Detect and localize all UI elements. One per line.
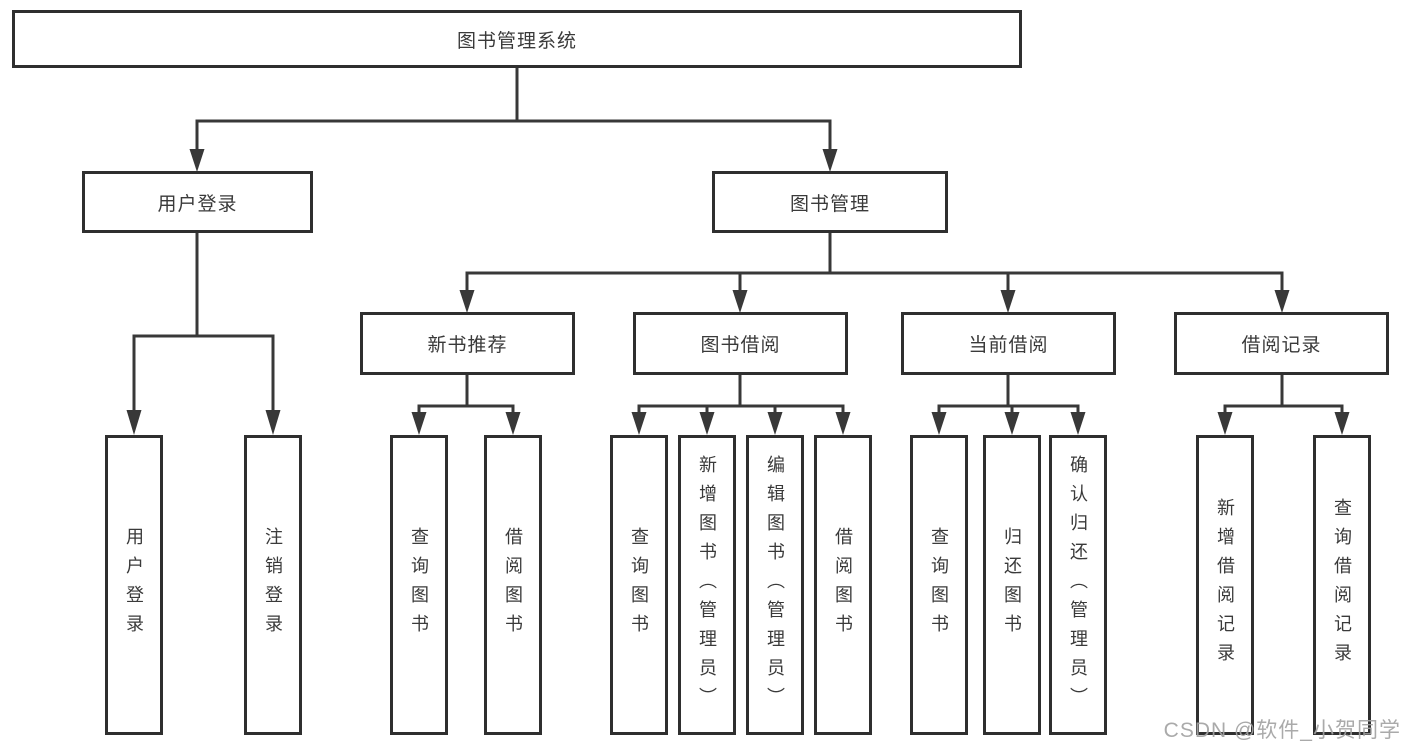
node-borrow-records: 借阅记录	[1174, 312, 1389, 375]
leaf-label: 查询图书	[409, 527, 429, 643]
leaf-query-books-borrow: 查询图书	[610, 435, 668, 735]
node-label: 图书借阅	[700, 335, 781, 356]
node-user-login: 用户登录	[82, 171, 313, 233]
leaf-query-borrow-record: 查询借阅记录	[1313, 435, 1371, 735]
leaf-logout: 注销登录	[244, 435, 302, 735]
leaf-label: 新增图书（管理员）	[697, 454, 717, 716]
leaf-label: 查询借阅记录	[1332, 498, 1352, 672]
node-label: 借阅记录	[1241, 335, 1322, 356]
leaf-label: 查询图书	[629, 527, 649, 643]
leaf-label: 借阅图书	[833, 527, 853, 643]
node-label: 图书管理	[789, 193, 870, 215]
leaf-label: 编辑图书（管理员）	[765, 454, 785, 716]
leaf-label: 注销登录	[263, 527, 283, 643]
node-book-management: 图书管理	[712, 171, 948, 233]
node-label: 当前借阅	[968, 335, 1049, 356]
leaf-edit-book-admin: 编辑图书（管理员）	[746, 435, 804, 735]
leaf-return-books: 归还图书	[983, 435, 1041, 735]
leaf-confirm-return-admin: 确认归还（管理员）	[1049, 435, 1107, 735]
leaf-label: 归还图书	[1002, 527, 1022, 643]
leaf-query-books-current: 查询图书	[910, 435, 968, 735]
leaf-label: 借阅图书	[503, 527, 523, 643]
node-label: 用户登录	[157, 193, 238, 215]
leaf-add-borrow-record: 新增借阅记录	[1196, 435, 1254, 735]
leaf-label: 查询图书	[929, 527, 949, 643]
leaf-add-book-admin: 新增图书（管理员）	[678, 435, 736, 735]
node-label: 新书推荐	[427, 335, 508, 356]
leaf-user-login: 用户登录	[105, 435, 163, 735]
node-new-book-recommend: 新书推荐	[360, 312, 575, 375]
leaf-label: 新增借阅记录	[1215, 498, 1235, 672]
leaf-label: 用户登录	[124, 527, 144, 643]
node-current-borrow: 当前借阅	[901, 312, 1116, 375]
node-book-borrow: 图书借阅	[633, 312, 848, 375]
node-label: 图书管理系统	[456, 30, 577, 52]
leaf-borrow-books: 借阅图书	[814, 435, 872, 735]
arrowheads	[126, 149, 1350, 435]
leaf-label: 确认归还（管理员）	[1068, 454, 1088, 716]
leaf-borrow-books-recommend: 借阅图书	[484, 435, 542, 735]
node-system-root: 图书管理系统	[12, 10, 1022, 68]
leaf-query-books-recommend: 查询图书	[390, 435, 448, 735]
